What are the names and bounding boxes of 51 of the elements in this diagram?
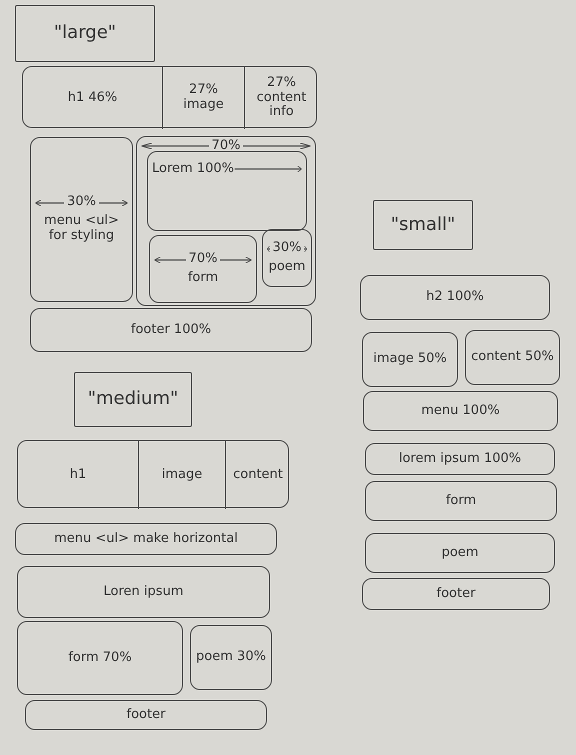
- box-label: footer: [436, 586, 476, 602]
- section-title: "small": [390, 214, 456, 236]
- box-label: h1 46%: [68, 90, 118, 106]
- wireframe-box: [262, 229, 312, 287]
- box-label: content: [233, 468, 283, 482]
- box-label: content 50%: [471, 350, 554, 365]
- section-title: "large": [54, 23, 116, 44]
- box-label: footer: [126, 708, 166, 722]
- box-label: form: [188, 271, 218, 286]
- section-title: "medium": [88, 389, 178, 410]
- box-label: menu <ul> for styling: [43, 214, 120, 244]
- wireframe-box: [365, 481, 557, 521]
- box-label: menu <ul> make horizontal: [54, 532, 238, 546]
- label-box: [373, 200, 473, 250]
- label-box: [74, 372, 192, 427]
- box-label: footer 100%: [130, 322, 212, 338]
- box-label: 27% image: [182, 83, 225, 113]
- label-box: [15, 5, 155, 62]
- wireframe-box: [17, 566, 270, 618]
- wireframe-box: [17, 621, 183, 695]
- wireframe-box: [360, 275, 550, 320]
- wireframe-box: [25, 700, 267, 730]
- wireframe-box: [149, 235, 257, 303]
- box-label: 27% content info: [256, 76, 308, 120]
- box-label: image 50%: [373, 352, 447, 367]
- box-label: poem: [268, 260, 306, 275]
- box-label: form: [446, 494, 476, 508]
- wireframe-box: [30, 137, 133, 302]
- box-label: image: [162, 468, 202, 482]
- wireframe-box: [362, 332, 458, 387]
- wireframe-box: [465, 330, 560, 385]
- box-label: poem 30%: [196, 650, 266, 665]
- box-label: Lorem 100%: [152, 162, 234, 177]
- wireframe-box: [17, 440, 289, 508]
- wireframe-box: [147, 151, 307, 231]
- wireframe-box: [365, 443, 555, 475]
- box-label: poem: [442, 546, 478, 560]
- box-label: h2 100%: [426, 290, 484, 305]
- wireframe-box: [30, 308, 312, 352]
- wireframe-box: [15, 523, 277, 555]
- wireframe-box: [365, 533, 555, 573]
- wireframe-box: [362, 578, 550, 610]
- wireframe-box: [363, 391, 558, 431]
- box-label: menu 100%: [421, 404, 500, 418]
- box-label: form 70%: [68, 650, 132, 666]
- wireframe-box: [190, 625, 272, 690]
- box-label: lorem ipsum 100%: [398, 452, 522, 466]
- box-label: h1: [70, 468, 86, 482]
- wireframe-box: [22, 66, 317, 128]
- box-label: Loren ipsum: [104, 584, 184, 600]
- wireframe-box: [136, 136, 316, 306]
